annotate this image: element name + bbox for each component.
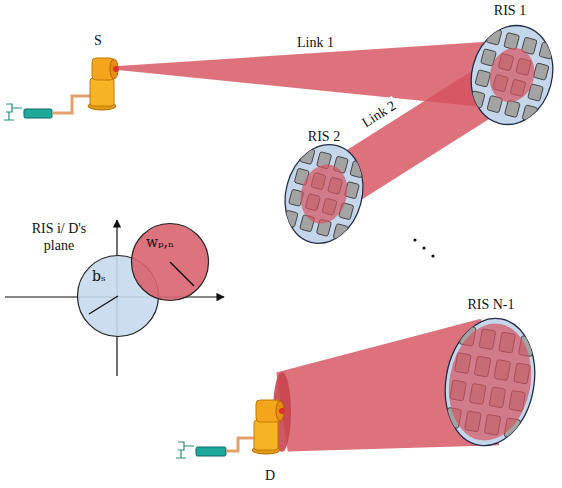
beam-footprint-circle: wₚ,ₙ [130,222,210,302]
node-label: RIS N-1 [467,296,514,313]
node-outline [436,296,546,448]
device-front [276,401,284,421]
beam-spot [440,317,540,447]
ris-element [350,161,365,178]
source-device [4,58,119,120]
ellipsis-dot [413,238,416,241]
node-label: RIS 1 [494,2,526,19]
ris-disc-outline [436,311,544,448]
driver-box [196,447,226,456]
device-body [90,78,114,106]
link-label: Link 1 [295,33,336,50]
radius-line [89,296,118,314]
destination-device [176,400,285,458]
ris-element [300,147,315,164]
ris-surface: RIS 1 [462,2,558,130]
ris-disc [278,136,370,252]
device-front [110,59,118,79]
ris-disc [436,311,544,448]
circle-outline [132,224,209,301]
ris-element [486,28,502,45]
cable [226,438,254,451]
ellipsis-dot [431,254,434,257]
circuit-symbol [4,104,22,120]
plane-label: RIS i/ D's plane [22,220,96,254]
laser-aperture [113,66,119,72]
ris-element [522,105,538,122]
ris-element [469,91,485,108]
ris-surface: RIS 2 [278,128,370,254]
device-body [254,420,278,450]
beam-spot [484,43,541,108]
ris-element [504,32,520,49]
radius-label: bₛ [92,268,106,285]
ris-disc [462,16,558,130]
cable [52,96,90,113]
transmitter: S [62,32,134,112]
circuit-symbol [176,442,194,458]
ris-element [539,42,555,59]
ris-disc-outline [278,136,370,252]
beam-spot [294,159,354,229]
node-outline [462,2,558,130]
ellipsis-dot [422,246,425,249]
receiver: D [240,388,300,484]
ris-element [475,70,491,87]
node-label: S [94,32,102,49]
ris-element [533,63,549,80]
ris-surface: RIS N-1 [436,296,546,448]
node-label: D [265,467,275,484]
driver-box [24,109,52,118]
node-outline [278,128,370,254]
node-label: RIS 2 [308,128,340,145]
ris-element [504,100,520,117]
ris-disc-outline [462,16,558,130]
link-label: Link 2 [357,96,401,132]
ris-element [333,224,348,241]
photodetector [279,408,285,414]
radius-line [170,262,194,286]
ris-element [283,210,298,227]
radius-label: wₚ,ₙ [146,234,174,251]
